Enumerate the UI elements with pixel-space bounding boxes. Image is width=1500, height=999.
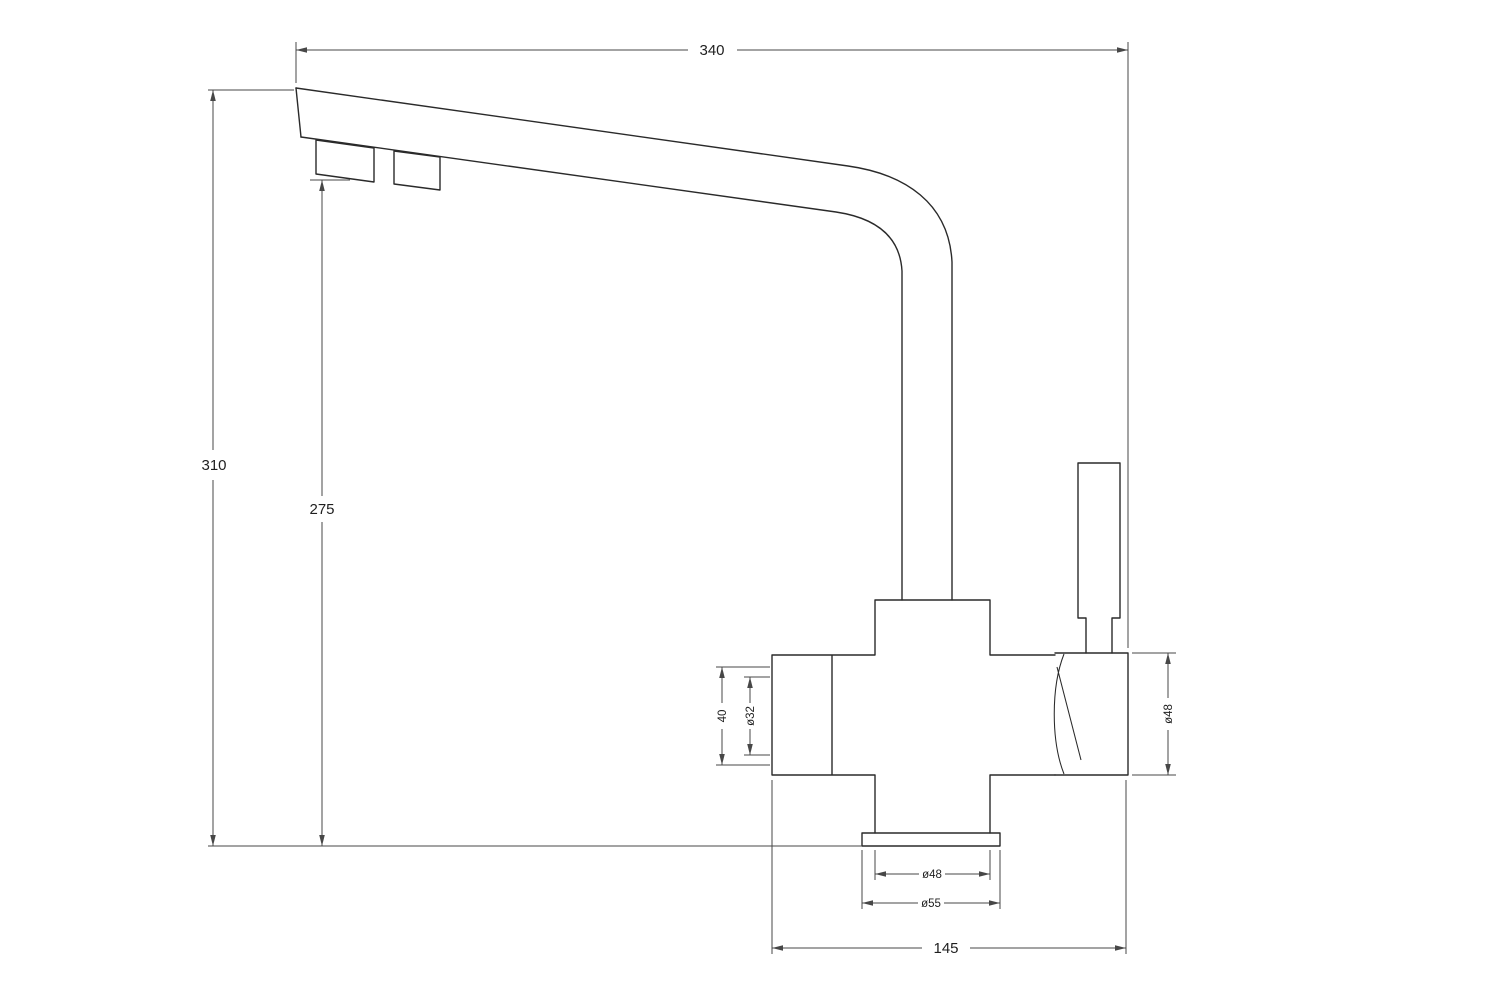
body-cross <box>771 599 1056 834</box>
dim-label-base-diameter: ø55 <box>921 898 941 910</box>
dim-label-side-port-length: 40 <box>717 710 729 723</box>
handle-lever <box>1077 462 1121 654</box>
dim-label-side-port-diameter: ø32 <box>745 706 757 726</box>
spout-outer-edge <box>295 87 953 601</box>
spout-inner-edge <box>300 136 903 601</box>
spout-end-face <box>295 87 302 138</box>
base-flange <box>861 832 1001 847</box>
extension-lines-total-depth <box>771 780 1127 954</box>
dim-label-spout-height: 275 <box>309 501 334 518</box>
dimension-base-diameter: ø55 <box>861 850 1001 910</box>
faucet-outline <box>295 87 1129 847</box>
dim-label-total-height: 310 <box>201 457 226 474</box>
dim-label-valve-diameter: ø48 <box>1163 704 1175 724</box>
dimension-total-height: 310 <box>201 89 862 847</box>
dimension-valve-diameter: ø48 <box>1132 652 1176 776</box>
dim-label-body-diameter: ø48 <box>922 869 942 881</box>
dimension-side-port-length: 40 <box>716 666 770 766</box>
dim-label-total-width: 340 <box>699 42 724 59</box>
dimension-body-diameter: ø48 <box>874 850 991 881</box>
aerator-blocks <box>315 139 441 191</box>
dimension-spout-height: 275 <box>309 179 350 846</box>
dimension-side-port-diameter: ø32 <box>744 676 770 756</box>
extension-lines-base-diameter <box>861 850 1001 909</box>
extension-lines-total-height <box>208 89 862 847</box>
extension-lines-total-width <box>295 42 1129 648</box>
dim-label-total-depth: 145 <box>933 940 958 957</box>
valve-cylinder <box>1054 652 1129 776</box>
valve-end-cap-curve <box>1053 653 1082 775</box>
extension-lines-side-port-length <box>716 666 770 766</box>
dimension-total-depth: 145 <box>771 780 1127 957</box>
dimension-total-width: 340 <box>295 42 1129 648</box>
